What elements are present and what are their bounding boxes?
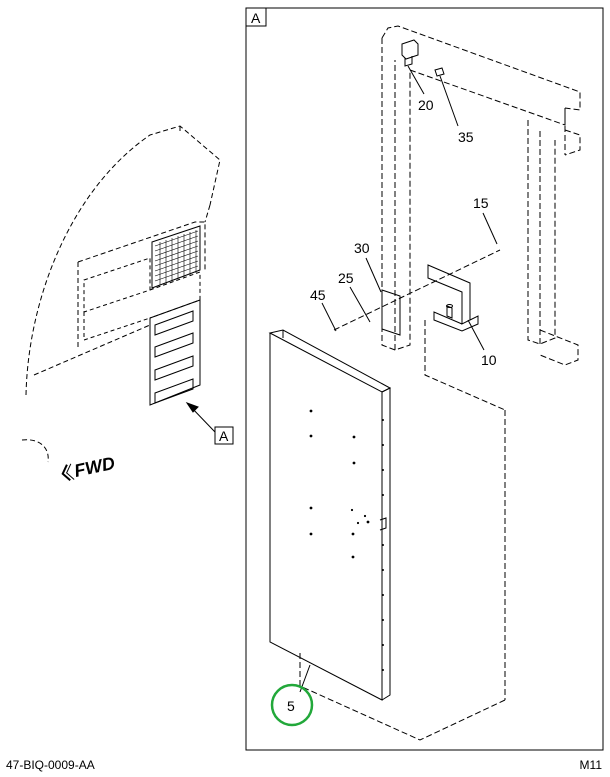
seat-back-panel <box>268 329 392 701</box>
callout-45: 45 <box>310 287 326 303</box>
view-label-box <box>245 7 267 27</box>
detail-view-frame <box>245 7 604 751</box>
callout-10: 10 <box>481 352 497 368</box>
callout-5: 5 <box>287 698 295 714</box>
callout-30: 30 <box>354 240 370 256</box>
sheet-code: M11 <box>579 758 602 772</box>
view-a-callout-box <box>214 426 234 445</box>
assembly-lines <box>299 249 506 741</box>
callout-20: 20 <box>418 97 434 113</box>
drawing-number: 47-BIQ-0009-AA <box>6 758 95 772</box>
truck-cab-overview <box>21 125 221 463</box>
callout-15: 15 <box>473 195 489 211</box>
callout-leaders <box>299 65 498 693</box>
fwd-indicator: FWD <box>61 453 117 482</box>
spacer-block <box>381 289 401 336</box>
callout-35: 35 <box>458 129 474 145</box>
view-label: A <box>251 10 261 26</box>
top-clip <box>401 39 445 77</box>
highlight-circle <box>270 683 314 727</box>
view-callout-letter: A <box>219 428 229 444</box>
callout-25: 25 <box>338 270 354 286</box>
cab-frame <box>381 25 581 366</box>
mounting-bracket <box>427 264 479 332</box>
fwd-label: FWD <box>72 453 116 481</box>
